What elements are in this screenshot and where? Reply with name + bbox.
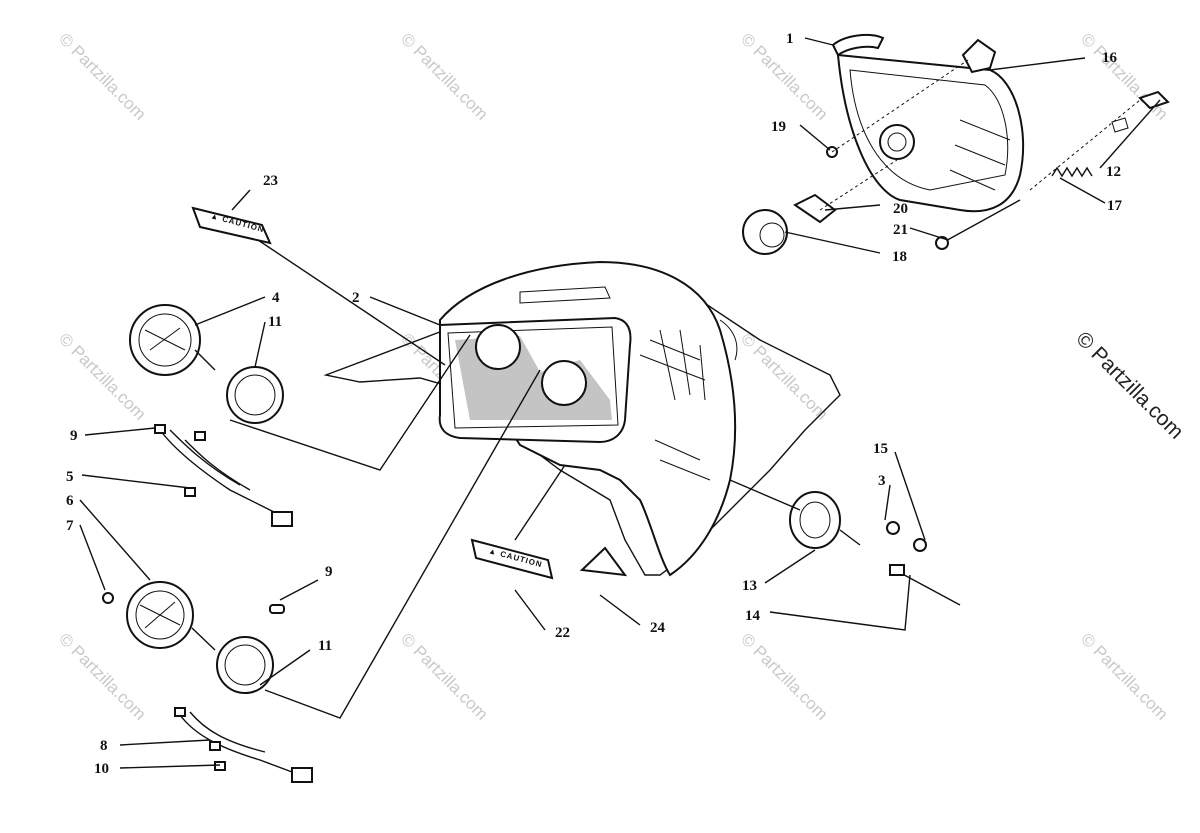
callout-8: 8 — [100, 738, 108, 754]
callout-18: 18 — [892, 249, 907, 265]
watermark: © Partzilla.com — [737, 629, 831, 723]
wire-harness-upper — [154, 424, 293, 527]
watermark: © Partzilla.com — [737, 29, 831, 123]
watermark: © Partzilla.com — [55, 29, 149, 123]
callout-19: 19 — [771, 119, 786, 135]
callout-24: 24 — [650, 620, 666, 636]
watermark: © Partzilla.com — [1077, 29, 1171, 123]
callout-6: 6 — [66, 493, 74, 509]
watermark: © Partzilla.com — [55, 629, 149, 723]
callout-16: 16 — [1102, 50, 1118, 66]
upper-gauge — [129, 304, 284, 424]
callout-21: 21 — [893, 222, 908, 238]
leader-lines — [79, 37, 1161, 769]
callout-10: 10 — [94, 761, 109, 777]
callout-5: 5 — [66, 469, 74, 485]
decal-24 — [579, 546, 628, 577]
pod-13 — [789, 491, 961, 606]
callout-9: 9 — [325, 564, 333, 580]
callout-2: 2 — [352, 290, 360, 306]
callout-13: 13 — [742, 578, 757, 594]
watermark-main: © Partzilla.com — [1071, 327, 1187, 443]
callout-3: 3 — [878, 473, 886, 489]
watermark: © Partzilla.com — [1077, 629, 1171, 723]
callout-11: 11 — [268, 314, 282, 330]
lower-gauge — [102, 581, 285, 694]
callout-11: 11 — [318, 638, 332, 654]
callout-7: 7 — [66, 518, 74, 534]
callout-14: 14 — [745, 608, 761, 624]
callout-17: 17 — [1107, 198, 1123, 214]
watermark: © Partzilla.com — [397, 29, 491, 123]
callout-12: 12 — [1106, 164, 1121, 180]
callout-4: 4 — [272, 290, 280, 306]
callout-9: 9 — [70, 428, 78, 444]
watermark: © Partzilla.com — [397, 629, 491, 723]
headlight-assembly — [742, 33, 1170, 255]
wire-harness-lower — [174, 707, 313, 783]
decal-23: ▲ CAUTION — [191, 206, 272, 245]
callout-20: 20 — [893, 201, 908, 217]
watermark: © Partzilla.com — [737, 329, 831, 423]
callout-15: 15 — [873, 441, 888, 457]
dash-housing — [323, 260, 841, 577]
callout-23: 23 — [263, 173, 278, 189]
callouts: 1 2 3 4 5 6 7 8 9 9 10 11 11 12 13 14 15… — [66, 31, 1123, 777]
callout-1: 1 — [786, 31, 794, 47]
decal-22: ▲ CAUTION — [470, 538, 554, 580]
callout-22: 22 — [555, 625, 570, 641]
